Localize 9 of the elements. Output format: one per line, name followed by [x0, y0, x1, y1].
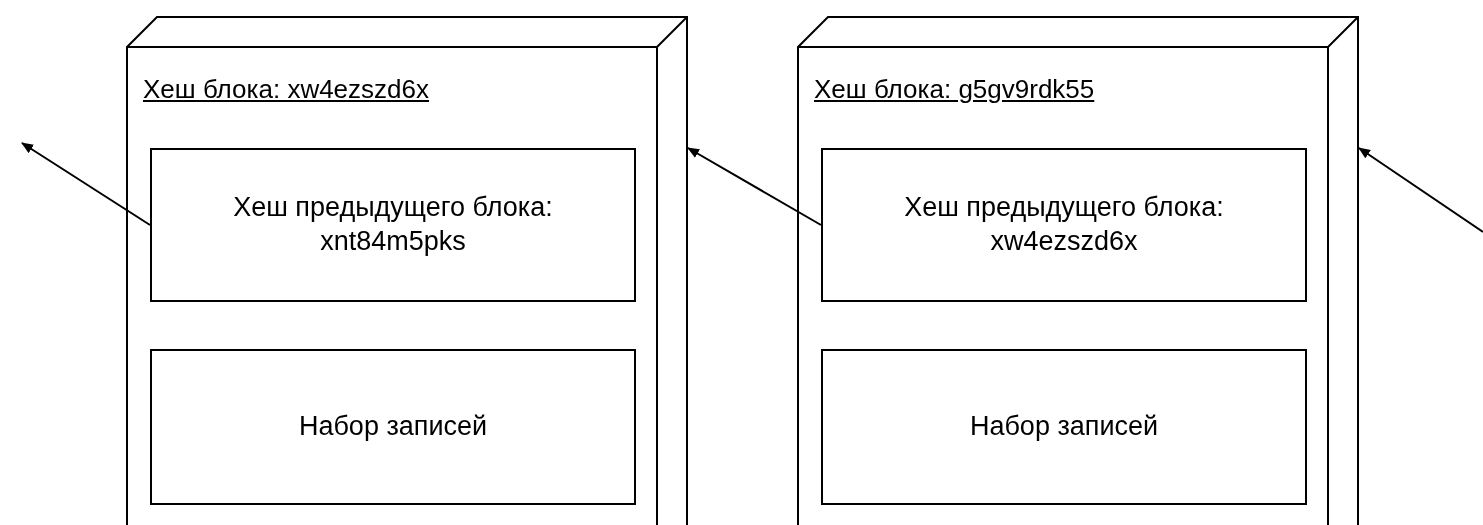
- content-box: Набор записей: [150, 349, 636, 505]
- arrow: [687, 147, 822, 226]
- block-hash-title: Хеш блока: xw4ezszd6x: [143, 74, 429, 105]
- content-box: Хеш предыдущего блока: xnt84m5pks: [150, 148, 636, 302]
- content-box: Набор записей: [821, 349, 1307, 505]
- arrow: [21, 142, 151, 226]
- block-hash-title: Хеш блока: g5gv9rdk55: [814, 74, 1095, 105]
- content-box: Хеш предыдущего блока: xw4ezszd6x: [821, 148, 1307, 302]
- arrow: [1358, 147, 1483, 233]
